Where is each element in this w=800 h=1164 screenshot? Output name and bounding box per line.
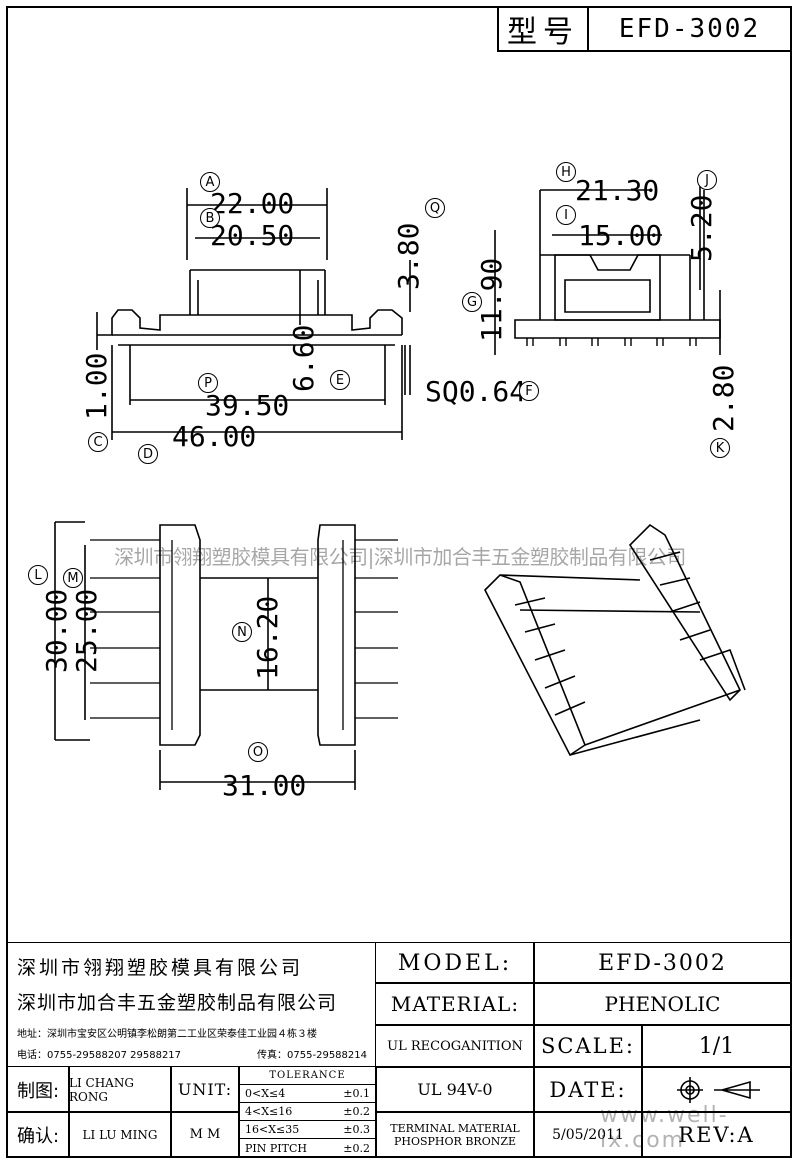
tol3-range: 16<X≤35 (245, 1123, 300, 1136)
marker-e: E (330, 370, 350, 390)
model-value-header: EFD-3002 (587, 6, 792, 52)
marker-d: D (138, 444, 158, 464)
terminal-material: TERMINAL MATERIAL PHOSPHOR BRONZE (375, 1111, 535, 1158)
tol4-range: PIN PITCH (245, 1141, 307, 1155)
marker-l: L (28, 565, 48, 585)
dim-b-text: 20.50 (210, 219, 295, 252)
tol4-val: ±0.2 (343, 1141, 370, 1155)
marker-h: H (556, 162, 576, 182)
dim-m-text: 25.00 (70, 588, 103, 673)
unit-value: M M (170, 1111, 240, 1158)
rev-label: REV:A (641, 1111, 792, 1158)
marker-j: J (697, 170, 717, 190)
unit-label: UNIT: (170, 1066, 240, 1113)
tol2-val: ±0.2 (343, 1105, 370, 1118)
dim-d-text: 46.00 (172, 420, 257, 453)
marker-n: N (232, 622, 252, 642)
company-info: 深圳市翎翔塑胶模具有限公司 深圳市加合丰五金塑胶制品有限公司 地址：深圳市宝安区… (6, 942, 376, 1067)
dim-g-text: 11.90 (475, 257, 508, 342)
dim-k-text: 2.80 (707, 364, 740, 432)
side-view (494, 180, 721, 355)
date-value: 5/05/2011 (533, 1111, 643, 1158)
marker-o: O (248, 742, 268, 762)
iso-view (484, 523, 746, 757)
drawn-name: LI CHANG RONG (68, 1066, 172, 1113)
tolerance-row-4: PIN PITCH ±0.2 (238, 1138, 377, 1158)
tolerance-row-1: 0<X≤4 ±0.1 (238, 1084, 377, 1103)
top-view (54, 521, 398, 790)
marker-b: B (200, 208, 220, 228)
marker-p: P (198, 373, 218, 393)
company-watermark: 深圳市翎翔塑胶模具有限公司|深圳市加合丰五金塑胶制品有限公司 (114, 545, 686, 569)
site-watermark: www.well-ix.com (600, 1103, 729, 1153)
tolerance-title: TOLERANCE (238, 1066, 377, 1085)
scale-value: 1/1 (641, 1024, 792, 1068)
dim-c-text: 1.00 (80, 352, 113, 420)
marker-i: I (556, 205, 576, 225)
approved-label: 确认: (6, 1111, 70, 1158)
scale-label: SCALE: (533, 1024, 643, 1068)
tol3-val: ±0.3 (343, 1123, 370, 1136)
tol2-range: 4<X≤16 (245, 1105, 293, 1118)
dim-e-text: 6.60 (287, 324, 320, 392)
dim-q-text: 3.80 (392, 222, 425, 290)
date-label: DATE: (533, 1066, 643, 1113)
dim-i-text: 15.00 (578, 219, 663, 252)
company-address: 地址：深圳市宝安区公明镇李松朗第二工业区荣泰佳工业园４栋３楼 (17, 1029, 317, 1040)
drawn-label: 制图: (6, 1066, 70, 1113)
dim-f-text: SQ0.64 (425, 375, 527, 408)
tol1-val: ±0.1 (343, 1087, 370, 1100)
marker-c: C (88, 432, 108, 452)
tolerance-row-3: 16<X≤35 ±0.3 (238, 1120, 377, 1139)
dim-o-text: 31.00 (222, 769, 307, 802)
material-label: MATERIAL: (375, 982, 535, 1026)
marker-k: K (710, 438, 730, 458)
dim-p-text: 39.50 (205, 389, 290, 422)
marker-q: Q (425, 198, 445, 218)
terminal-line1: TERMINAL MATERIAL (390, 1121, 520, 1135)
marker-g: G (462, 292, 482, 312)
marker-f: F (519, 381, 539, 401)
dim-l-text: 30.00 (40, 588, 73, 673)
dim-a-text: 22.00 (210, 187, 295, 220)
tol1-range: 0<X≤4 (245, 1087, 286, 1100)
third-angle-projection-icon (676, 1076, 760, 1103)
company-phone: 电话：0755-29588207 29588217 (17, 1050, 182, 1061)
material-value: PHENOLIC (533, 982, 792, 1026)
dim-h-text: 21.30 (575, 174, 660, 207)
marker-a: A (200, 172, 220, 192)
company-fax: 传真：0755-29588214 (257, 1050, 367, 1061)
front-view (96, 188, 411, 440)
model-value: EFD-3002 (533, 942, 792, 984)
projection-symbol (641, 1066, 792, 1113)
dim-n-text: 16.20 (251, 595, 284, 680)
marker-m: M (63, 568, 83, 588)
company-name-1: 深圳市翎翔塑胶模具有限公司 (17, 957, 304, 979)
tolerance-row-2: 4<X≤16 ±0.2 (238, 1102, 377, 1121)
model-label: MODEL: (375, 942, 535, 984)
approved-name: LI LU MING (68, 1111, 172, 1158)
terminal-line2: PHOSPHOR BRONZE (393, 1134, 517, 1148)
company-name-2: 深圳市加合丰五金塑胶制品有限公司 (17, 992, 338, 1014)
model-label-header: 型号 (497, 6, 589, 52)
dim-j-text: 5.20 (685, 194, 718, 262)
ul-value: UL 94V-0 (375, 1066, 535, 1113)
ul-label: UL RECOGANITION (375, 1024, 535, 1068)
